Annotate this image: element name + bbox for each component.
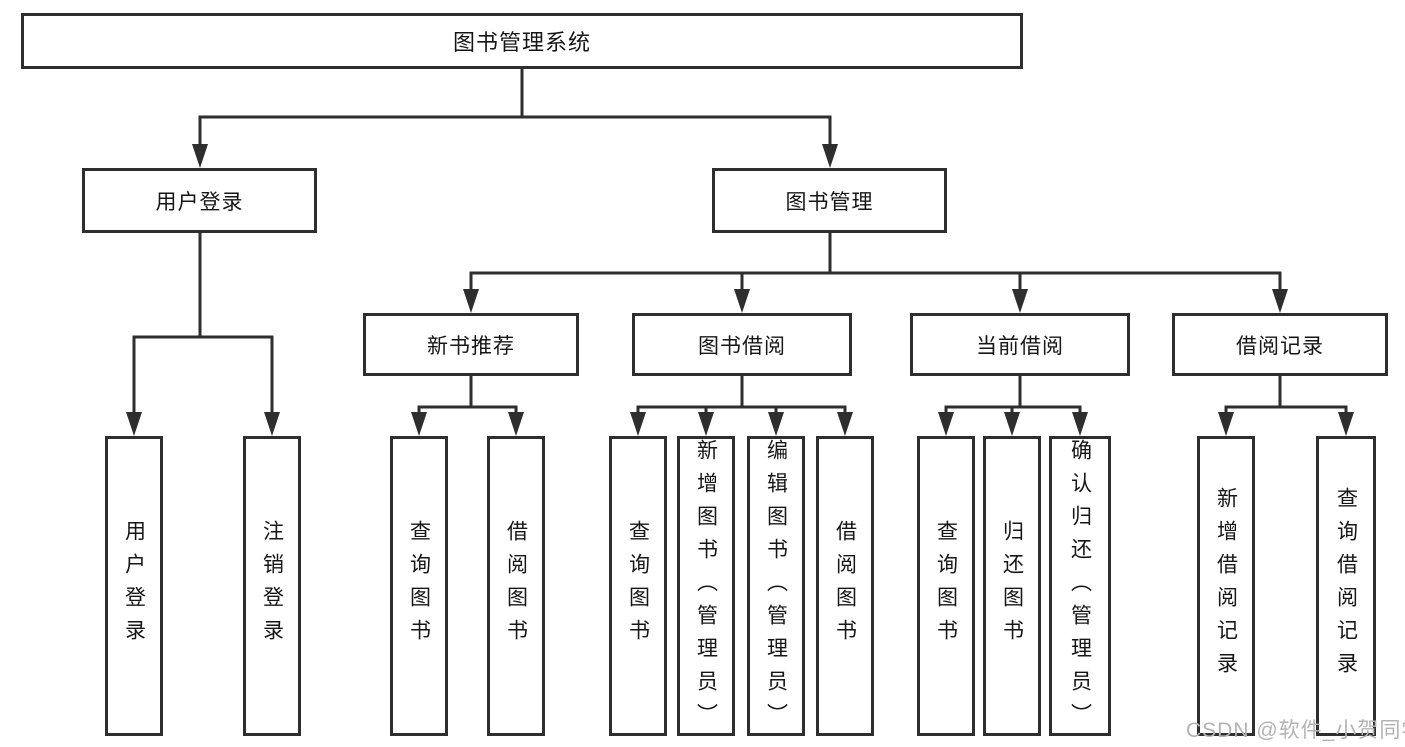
node-label: 编辑图书（管理员） bbox=[764, 439, 788, 736]
node-label: 查询借阅记录 bbox=[1334, 487, 1358, 685]
leaf-borrow-books-recommend: 借阅图书 bbox=[487, 436, 545, 736]
leaf-logout: 注销登录 bbox=[243, 436, 301, 736]
node-label: 查询图书 bbox=[626, 520, 650, 652]
csdn-watermark: CSDN @软件_小贺同学 bbox=[1186, 719, 1405, 742]
leaf-query-books-current: 查询图书 bbox=[917, 436, 975, 736]
node-current-borrowing: 当前借阅 bbox=[910, 313, 1130, 376]
node-book-borrowing: 图书借阅 bbox=[632, 313, 852, 376]
leaf-confirm-return-admin: 确认归还（管理员） bbox=[1049, 436, 1111, 736]
node-label: 借阅记录 bbox=[1236, 334, 1324, 358]
node-new-book-recommend: 新书推荐 bbox=[363, 313, 579, 376]
node-label: 确认归还（管理员） bbox=[1068, 439, 1092, 736]
node-label: 注销登录 bbox=[260, 520, 284, 652]
node-label: 图书借阅 bbox=[698, 334, 786, 358]
node-label: 图书管理系统 bbox=[452, 30, 591, 55]
leaf-borrow-books: 借阅图书 bbox=[816, 436, 874, 736]
node-label: 借阅图书 bbox=[504, 520, 528, 652]
leaf-user-login: 用户登录 bbox=[105, 436, 163, 736]
node-label: 图书管理 bbox=[785, 190, 874, 214]
leaf-add-books-admin: 新增图书（管理员） bbox=[677, 436, 735, 736]
leaf-query-books-borrowing: 查询图书 bbox=[609, 436, 667, 736]
node-borrowing-records: 借阅记录 bbox=[1172, 313, 1388, 376]
leaf-return-books: 归还图书 bbox=[983, 436, 1041, 736]
node-user-login: 用户登录 bbox=[82, 168, 317, 233]
node-label: 用户登录 bbox=[122, 520, 146, 652]
leaf-query-borrow-record: 查询借阅记录 bbox=[1316, 436, 1376, 736]
leaf-add-borrow-record: 新增借阅记录 bbox=[1197, 436, 1255, 736]
node-label: 归还图书 bbox=[1000, 520, 1024, 652]
leaf-edit-books-admin: 编辑图书（管理员） bbox=[747, 436, 805, 736]
node-label: 新书推荐 bbox=[427, 334, 515, 358]
node-label: 新增借阅记录 bbox=[1214, 487, 1238, 685]
node-label: 用户登录 bbox=[155, 190, 244, 214]
leaf-query-books-recommend: 查询图书 bbox=[390, 436, 448, 736]
node-label: 新增图书（管理员） bbox=[694, 439, 718, 736]
node-book-management: 图书管理 bbox=[712, 168, 947, 233]
node-label: 当前借阅 bbox=[976, 334, 1064, 358]
node-label: 查询图书 bbox=[407, 520, 431, 652]
node-library-management-system: 图书管理系统 bbox=[21, 13, 1023, 69]
node-label: 借阅图书 bbox=[833, 520, 857, 652]
node-label: 查询图书 bbox=[934, 520, 958, 652]
